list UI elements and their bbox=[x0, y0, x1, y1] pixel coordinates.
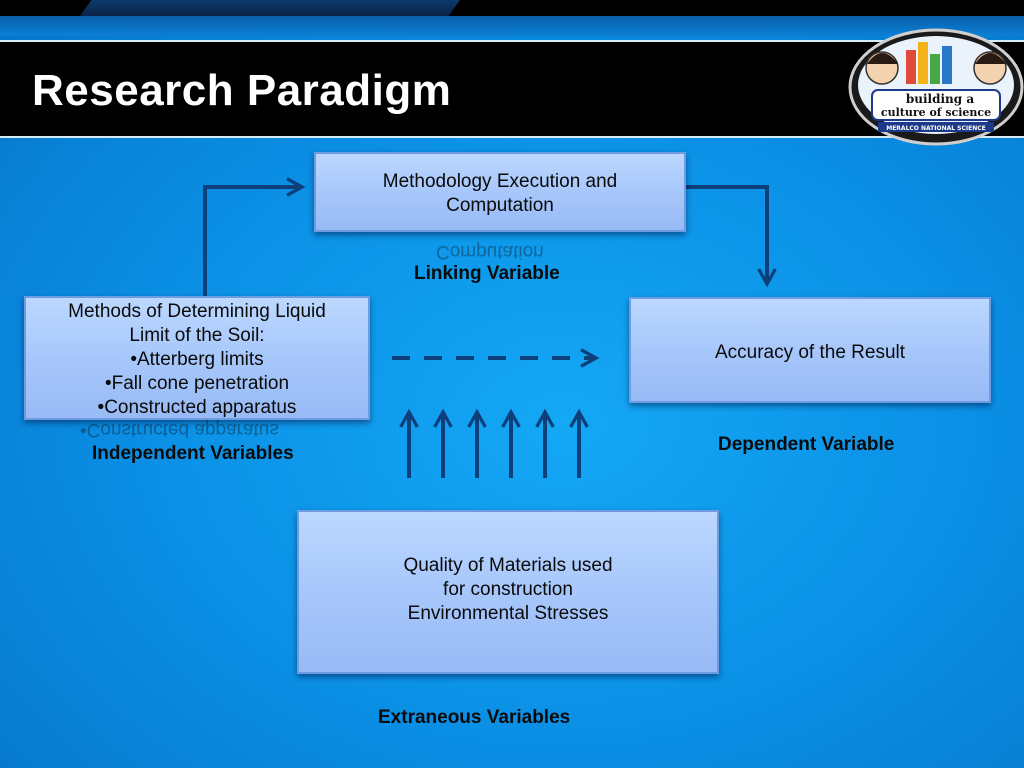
top-bar-tab bbox=[80, 0, 460, 16]
methodology-reflection: Computation bbox=[436, 241, 544, 262]
arrow-independent-to-methodology bbox=[203, 187, 302, 298]
arrow-methodology-to-dependent bbox=[686, 185, 767, 284]
header-stripe bbox=[0, 16, 1024, 36]
independent-line1: Methods of Determining Liquid bbox=[68, 301, 326, 322]
logo-text-line1: building a bbox=[906, 92, 974, 106]
label-dependent-variable: Dependent Variable bbox=[718, 434, 895, 455]
independent-line4: •Fall cone penetration bbox=[104, 373, 290, 394]
methodology-line1: Methodology Execution and bbox=[382, 171, 618, 192]
independent-reflection: •Constructed apparatus bbox=[80, 419, 279, 440]
independent-line5: •Constructed apparatus bbox=[97, 397, 297, 418]
box-dependent: Accuracy of the Result bbox=[629, 297, 991, 403]
arrows-extraneous-influence bbox=[409, 412, 579, 478]
independent-line3: •Atterberg limits bbox=[130, 349, 264, 370]
slide-title: Research Paradigm bbox=[32, 66, 452, 115]
box-extraneous: Quality of Materials used for constructi… bbox=[297, 510, 719, 674]
label-extraneous-variables: Extraneous Variables bbox=[378, 707, 571, 728]
label-linking-variable: Linking Variable bbox=[414, 263, 560, 284]
top-bar bbox=[0, 0, 1024, 16]
logo: building a culture of science MERALCO NA… bbox=[848, 28, 1024, 146]
extraneous-line2: for construction bbox=[443, 579, 573, 600]
methodology-line2: Computation bbox=[446, 195, 554, 216]
label-independent-variables: Independent Variables bbox=[92, 443, 294, 464]
logo-text-line2: culture of science bbox=[881, 106, 991, 119]
extraneous-line1: Quality of Materials used bbox=[403, 555, 613, 576]
box-independent: Methods of Determining Liquid Limit of t… bbox=[24, 296, 370, 420]
independent-line2: Limit of the Soil: bbox=[129, 325, 265, 346]
logo-text-line3: MERALCO NATIONAL SCIENCE bbox=[886, 125, 986, 132]
dependent-line1: Accuracy of the Result bbox=[714, 342, 906, 363]
extraneous-line3: Environmental Stresses bbox=[407, 603, 609, 624]
box-methodology: Methodology Execution and Computation bbox=[314, 152, 686, 232]
